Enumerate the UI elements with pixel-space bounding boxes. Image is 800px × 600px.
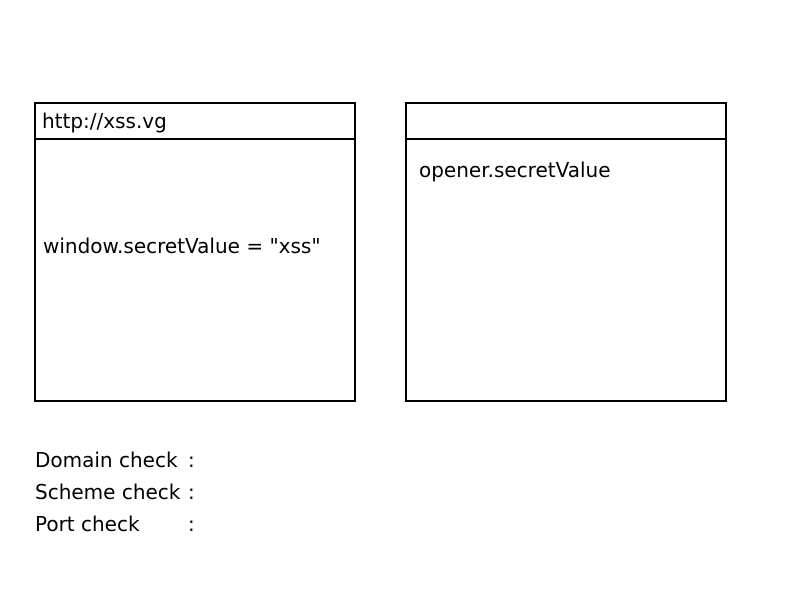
opener-window: http://xss.vg window.secretValue = "xss" bbox=[34, 102, 356, 402]
scheme-check-row: Scheme check : bbox=[35, 476, 195, 508]
opener-address-bar: http://xss.vg bbox=[36, 104, 354, 140]
opener-address-text: http://xss.vg bbox=[42, 109, 167, 133]
popup-code-text: opener.secretValue bbox=[419, 158, 611, 182]
domain-check-label: Domain check bbox=[35, 448, 178, 472]
checks-list: Domain check : Scheme check : Port check… bbox=[35, 444, 195, 540]
popup-window: opener.secretValue bbox=[405, 102, 727, 402]
domain-check-colon: : bbox=[188, 448, 195, 472]
opener-code-text: window.secretValue = "xss" bbox=[43, 234, 321, 258]
popup-address-bar bbox=[407, 104, 725, 140]
scheme-check-label: Scheme check bbox=[35, 480, 181, 504]
port-check-row: Port check : bbox=[35, 508, 195, 540]
port-check-colon: : bbox=[188, 512, 195, 536]
port-check-label: Port check bbox=[35, 512, 140, 536]
domain-check-row: Domain check : bbox=[35, 444, 195, 476]
scheme-check-colon: : bbox=[188, 480, 195, 504]
